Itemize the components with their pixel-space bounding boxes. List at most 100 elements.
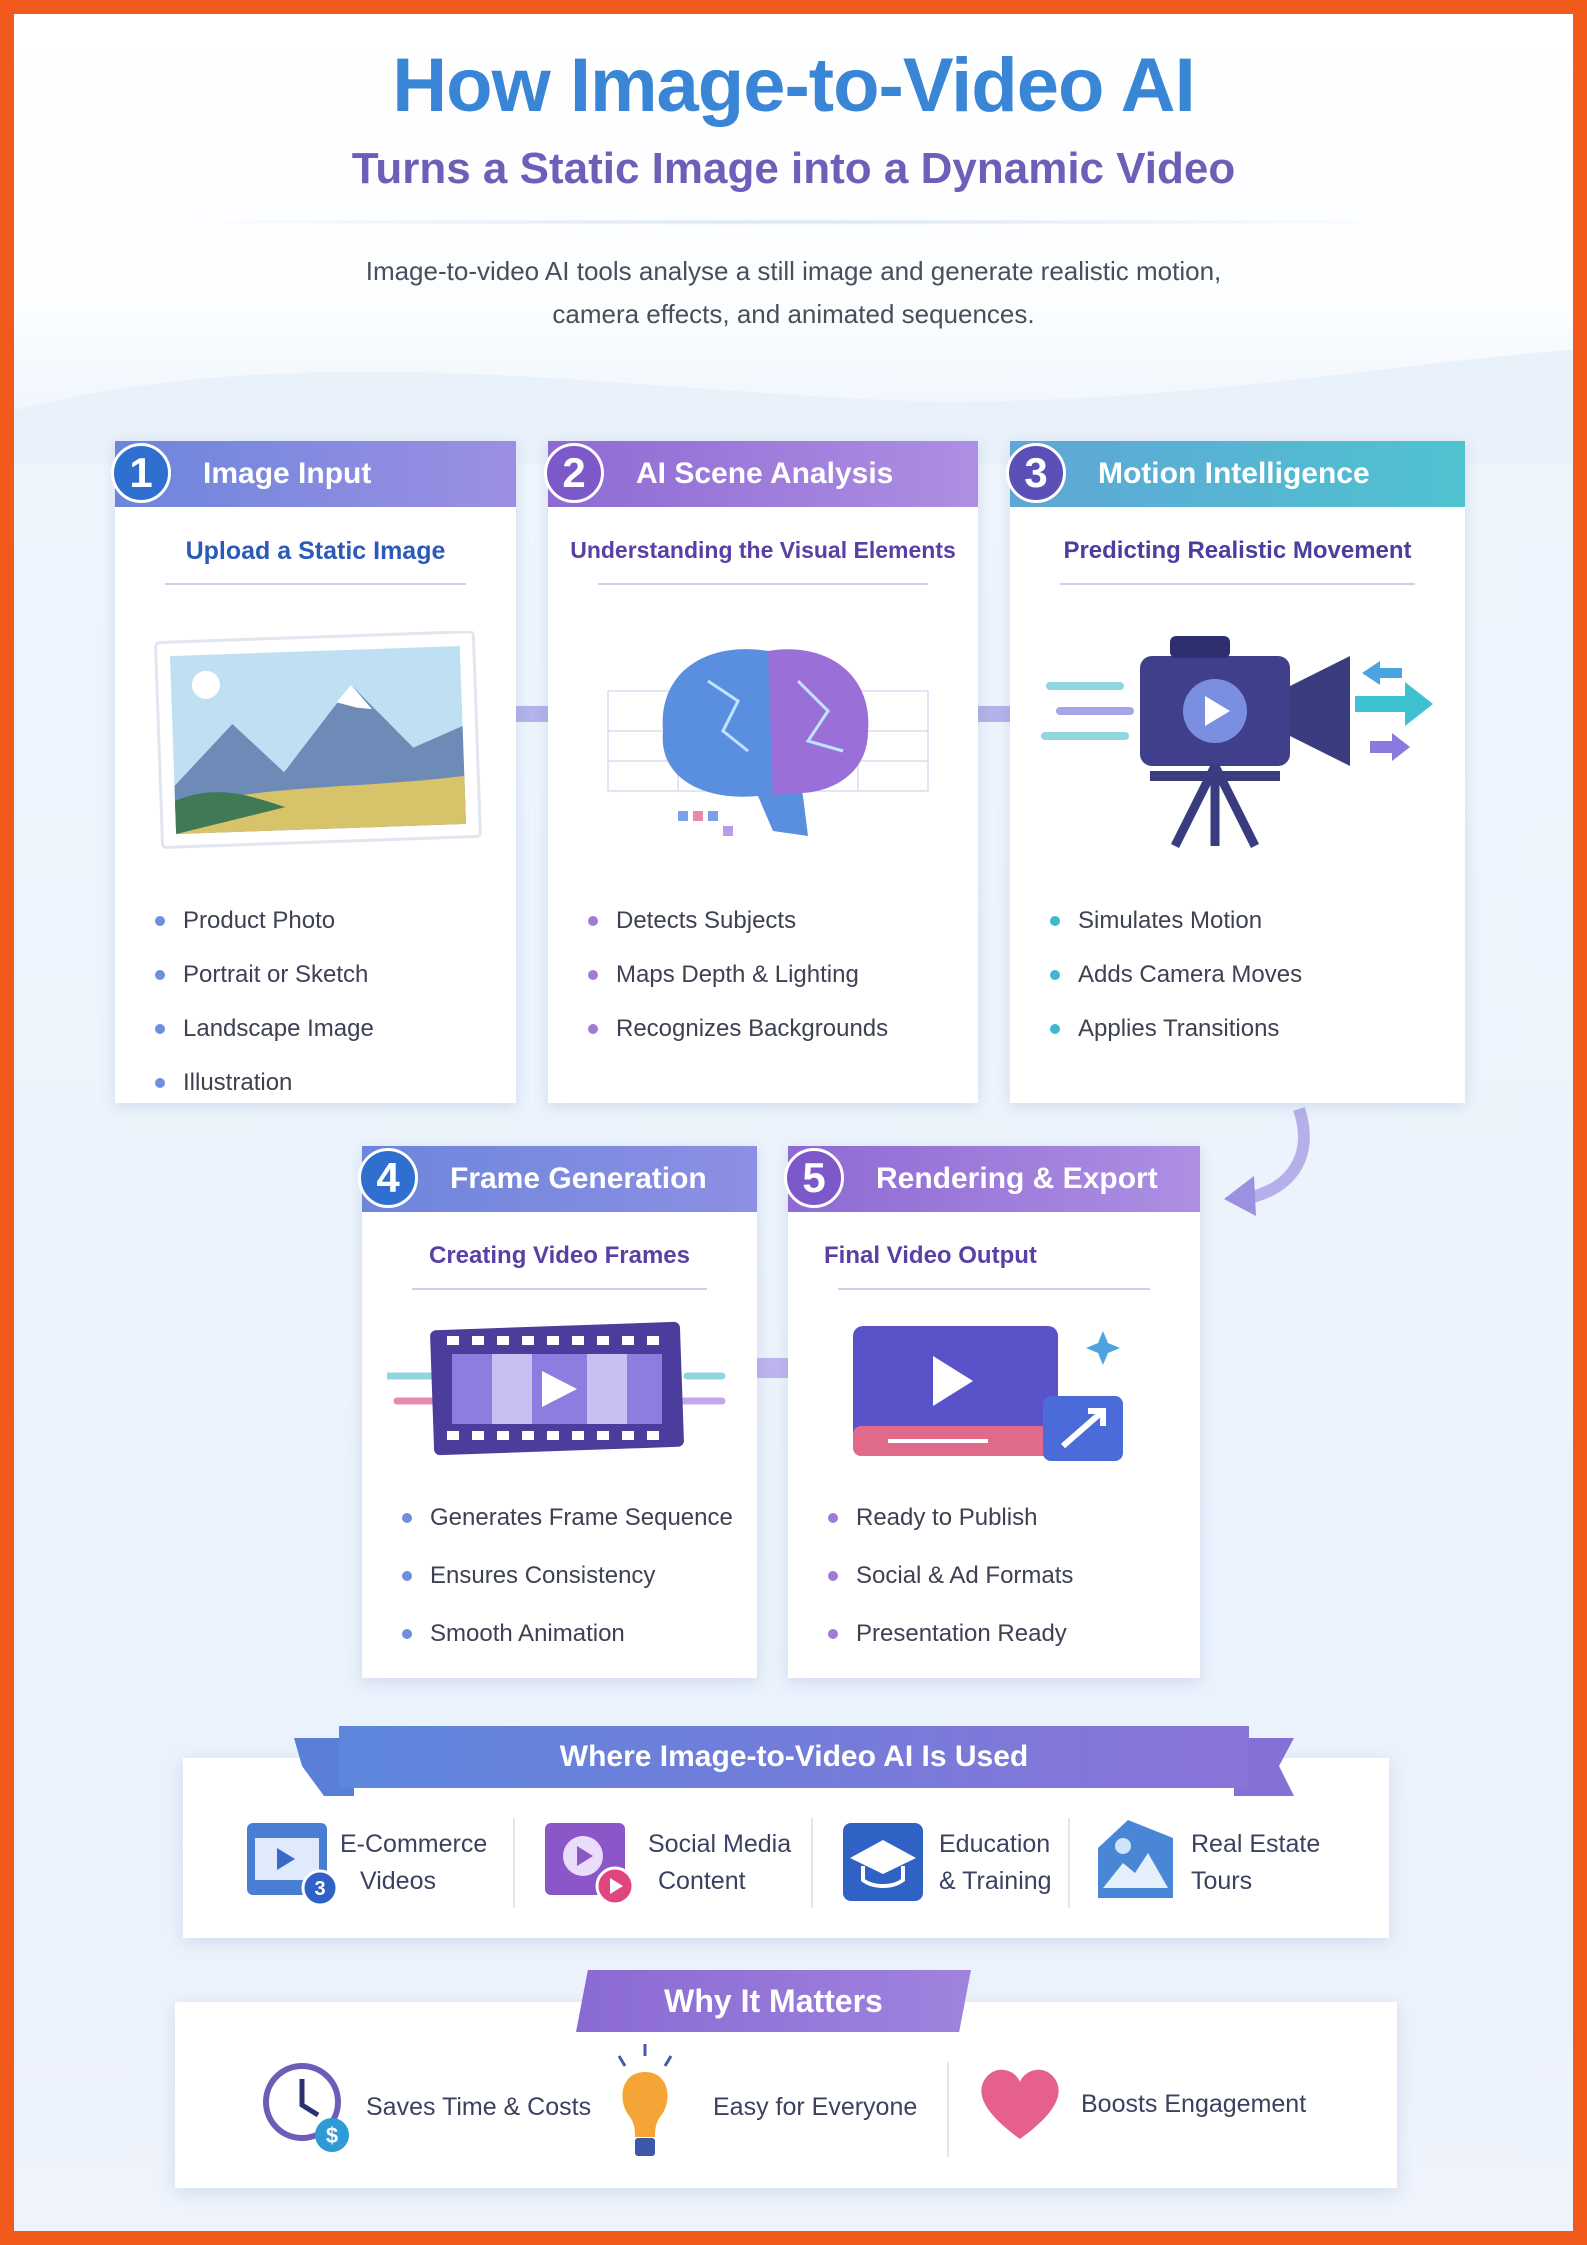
step-subtitle: Final Video Output [824, 1242, 1037, 1269]
list-item: Illustration [155, 1056, 374, 1110]
wave-decoration [14, 349, 1573, 464]
svg-text:3: 3 [314, 1878, 325, 1900]
step-subtitle: Understanding the Visual Elements [570, 537, 956, 563]
divider [947, 2062, 949, 2157]
bullet-text: Generates Frame Sequence [430, 1504, 733, 1531]
bullet-list: Ready to Publish Social & Ad Formats Pre… [828, 1489, 1073, 1663]
bullet-icon [402, 1513, 412, 1523]
bullet-text: Portrait or Sketch [183, 961, 369, 988]
why-item-easy: Easy for Everyone [605, 2042, 917, 2172]
use-label: Content [658, 1867, 746, 1895]
film-strip-icon [387, 1321, 726, 1456]
list-item: Simulates Motion [1050, 894, 1302, 948]
bullet-icon [1050, 970, 1060, 980]
why-panel: $ Saves Time & Costs Easy for Everyone B… [175, 2002, 1397, 2188]
infographic: How Image-to-Video AI Turns a Static Ima… [14, 14, 1573, 2231]
bullet-text: Landscape Image [183, 1015, 374, 1042]
use-label: & Training [939, 1867, 1052, 1895]
list-item: Smooth Animation [402, 1605, 733, 1663]
bullet-text: Smooth Animation [430, 1620, 625, 1647]
divider [1060, 583, 1415, 585]
list-item: Social & Ad Formats [828, 1547, 1073, 1605]
divider [513, 1818, 515, 1908]
step-title: Frame Generation [450, 1162, 707, 1195]
step-title: AI Scene Analysis [636, 457, 894, 490]
list-item: Landscape Image [155, 1002, 374, 1056]
list-item: Ready to Publish [828, 1489, 1073, 1547]
landscape-photo-icon [154, 631, 482, 849]
bullet-text: Detects Subjects [616, 907, 797, 934]
brain-icon [607, 649, 929, 836]
bullet-icon [1050, 916, 1060, 926]
divider [598, 583, 928, 585]
bullet-text: Illustration [183, 1069, 293, 1096]
bullet-text: Applies Transitions [1078, 1015, 1280, 1042]
bullet-icon [155, 1024, 165, 1034]
divider [838, 1288, 1150, 1290]
why-label: Easy for Everyone [713, 2092, 918, 2121]
list-item: Maps Depth & Lighting [588, 948, 888, 1002]
ecommerce-video-icon: 3 [247, 1823, 339, 1907]
bullet-list: Detects Subjects Maps Depth & Lighting R… [588, 894, 888, 1056]
step-card-4: Frame Generation 4 Creating Video Frames… [358, 1146, 757, 1678]
step-subtitle: Creating Video Frames [429, 1242, 690, 1269]
use-label: Social Media [648, 1830, 792, 1858]
list-item: Generates Frame Sequence [402, 1489, 733, 1547]
bullet-icon [828, 1513, 838, 1523]
bullet-text: Simulates Motion [1078, 907, 1263, 934]
list-item: Adds Camera Moves [1050, 948, 1302, 1002]
page-title: How Image-to-Video AI [392, 43, 1195, 128]
bullet-icon [155, 1078, 165, 1088]
step-subtitle: Upload a Static Image [185, 537, 446, 565]
bullet-icon [588, 1024, 598, 1034]
bullet-text: Adds Camera Moves [1078, 961, 1303, 988]
bullet-icon [828, 1629, 838, 1639]
bullet-list: Simulates Motion Adds Camera Moves Appli… [1050, 894, 1302, 1056]
list-item: Product Photo [155, 894, 374, 948]
divider [412, 1288, 707, 1290]
video-export-icon [853, 1326, 1123, 1461]
step-number-badge: 5 [784, 1148, 844, 1208]
bullet-text: Social & Ad Formats [856, 1562, 1074, 1589]
step-header: Rendering & Export [788, 1146, 1200, 1212]
description: Image-to-video AI tools analyse a still … [14, 250, 1573, 336]
why-label: Boosts Engagement [1081, 2089, 1307, 2118]
divider [165, 583, 466, 585]
clock-dollar-icon: $ [263, 2063, 349, 2152]
bullet-icon [402, 1571, 412, 1581]
use-item-education: Education& Training [841, 1818, 1052, 1908]
why-label: Saves Time & Costs [366, 2092, 592, 2121]
step-card-2: AI Scene Analysis 2 Understanding the Vi… [544, 441, 978, 1103]
bullet-text: Ready to Publish [856, 1504, 1038, 1531]
list-item: Recognizes Backgrounds [588, 1002, 888, 1056]
use-label: Real Estate [1191, 1830, 1321, 1858]
step-card-5: Rendering & Export 5 Final Video Output … [784, 1146, 1200, 1678]
step-header: AI Scene Analysis [548, 441, 978, 507]
step-number-badge: 2 [544, 443, 604, 503]
step-header: Image Input [115, 441, 516, 507]
why-title: Why It Matters [576, 1970, 971, 2032]
video-camera-icon [1041, 636, 1433, 849]
bullet-text: Recognizes Backgrounds [616, 1015, 889, 1042]
bullet-icon [588, 970, 598, 980]
bullet-list: Generates Frame Sequence Ensures Consist… [402, 1489, 733, 1663]
graduation-cap-icon [843, 1823, 923, 1901]
bullet-icon [155, 970, 165, 980]
curved-arrow-icon [1224, 1107, 1310, 1216]
why-item-engagement: Boosts Engagement [975, 2064, 1306, 2144]
bullet-text: Ensures Consistency [430, 1562, 656, 1589]
uses-title: Where Image-to-Video AI Is Used [559, 1740, 1029, 1773]
step-title: Rendering & Export [876, 1162, 1158, 1195]
use-label: Videos [360, 1867, 436, 1895]
step-subtitle: Predicting Realistic Movement [1063, 537, 1412, 564]
list-item: Portrait or Sketch [155, 948, 374, 1002]
step-title: Motion Intelligence [1098, 457, 1370, 490]
bullet-icon [1050, 1024, 1060, 1034]
bullet-text: Product Photo [183, 907, 336, 934]
bullet-icon [828, 1571, 838, 1581]
use-label: E-Commerce [340, 1830, 488, 1858]
step-header: Frame Generation [362, 1146, 757, 1212]
